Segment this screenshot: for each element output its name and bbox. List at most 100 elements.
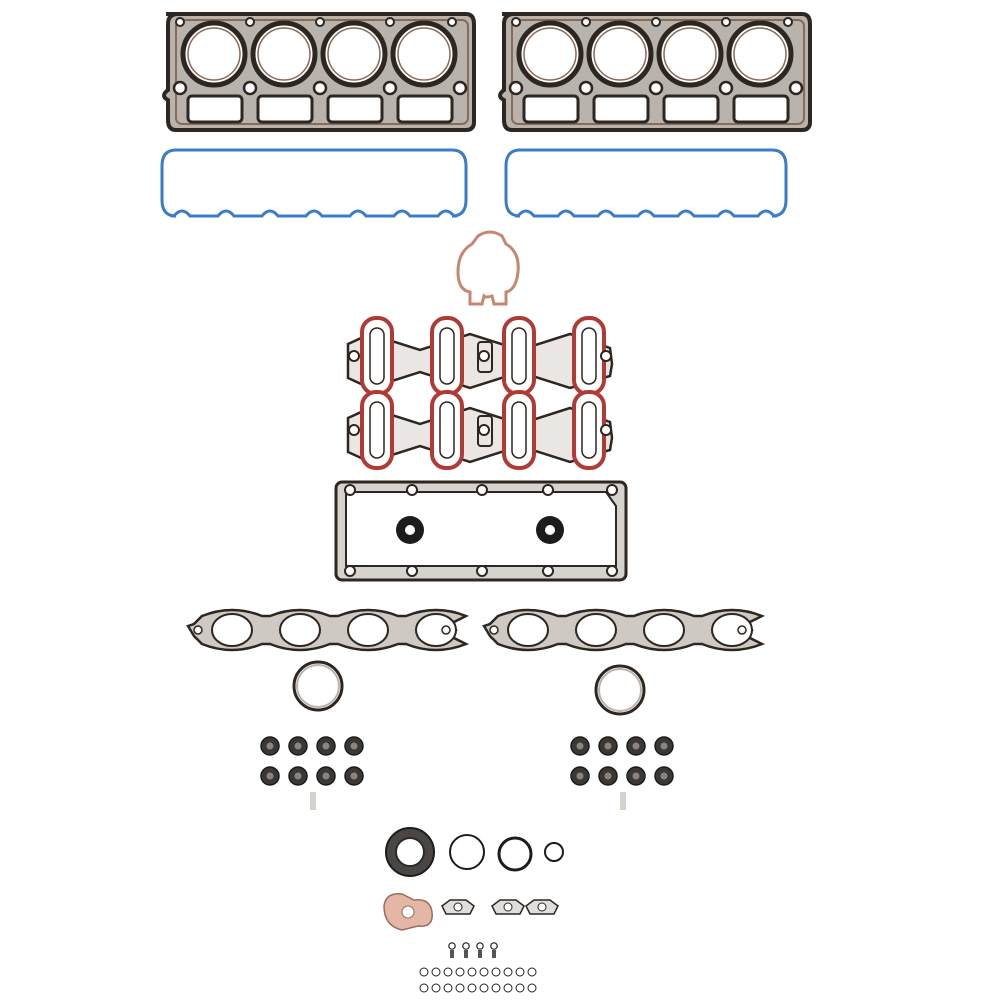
bolt-hole: [788, 80, 804, 96]
stem-seal-tag: [620, 792, 626, 810]
coolant-port: [186, 94, 244, 124]
intake-bolt-hole: [348, 350, 360, 362]
cylinder-bore-inner: [327, 27, 381, 81]
stem-seal-center: [350, 772, 358, 780]
bolt-hole-small: [447, 17, 457, 27]
o-ring-medium: [497, 836, 533, 872]
stem-seal-center: [604, 772, 612, 780]
exhaust-port: [507, 613, 549, 647]
exhaust-port: [279, 613, 321, 647]
throttle-body-gasket-outline: [456, 230, 520, 306]
exhaust-ring-1: [292, 660, 344, 712]
front-crank-seal-bore: [395, 837, 425, 867]
intake-port-opening: [511, 401, 527, 459]
stem-seal-center: [660, 742, 668, 750]
stem-seal-center: [266, 742, 274, 750]
valley-bolt-hole: [606, 565, 618, 577]
tiny-o-ring: [527, 983, 537, 993]
stem-seal-center: [294, 772, 302, 780]
front-seals-and-misc-gaskets: [383, 827, 564, 931]
bolt-hole-small: [315, 17, 325, 27]
exhaust-ring-2: [594, 664, 646, 716]
stem-seal-center: [660, 772, 668, 780]
coolant-port: [732, 94, 790, 124]
tiny-o-ring: [467, 983, 477, 993]
exhaust-bolt-hole: [441, 625, 451, 635]
exhaust-ring-inner: [296, 664, 340, 708]
stem-seal-center: [576, 772, 584, 780]
intake-gasket-1: [346, 316, 614, 396]
exhaust-gasket-2: [482, 608, 766, 652]
bolt-hole: [452, 80, 468, 96]
tiny-o-ring: [527, 967, 537, 977]
valley-bolt-hole: [406, 484, 418, 496]
bolt-hole-small: [651, 17, 661, 27]
tiny-o-ring: [431, 983, 441, 993]
intake-bolt-hole: [600, 424, 612, 436]
stem-seal-center: [322, 772, 330, 780]
stem-seal-center: [322, 742, 330, 750]
tiny-pin: [478, 950, 482, 958]
intake-port-opening: [581, 401, 597, 459]
stem-seal-center: [604, 742, 612, 750]
bolt-hole-small: [721, 17, 731, 27]
stem-seal-center: [632, 772, 640, 780]
tiny-pin: [464, 950, 468, 958]
exhaust-bolt-hole: [489, 625, 499, 635]
tiny-o-ring: [455, 983, 465, 993]
intake-port-opening: [439, 327, 455, 385]
valley-cover-opening: [345, 491, 617, 567]
bolt-hole: [648, 80, 664, 96]
stem-seal-center: [294, 742, 302, 750]
valve-cover-gasket-1: [160, 148, 468, 218]
coolant-port: [256, 94, 314, 124]
bolt-hole: [172, 80, 188, 96]
coolant-port: [396, 94, 454, 124]
valley-bolt-hole: [344, 565, 356, 577]
bolt-hole-small: [511, 17, 521, 27]
intake-port-opening: [439, 401, 455, 459]
valley-bolt-hole: [406, 565, 418, 577]
valley-bolt-hole: [476, 565, 488, 577]
intake-bolt-hole: [600, 350, 612, 362]
egr-gasket-3-hole: [537, 902, 547, 912]
stem-seal-center: [632, 742, 640, 750]
exhaust-outlet-rings: [292, 660, 646, 716]
exhaust-ring-inner: [598, 668, 642, 712]
tiny-o-ring: [455, 967, 465, 977]
exhaust-port: [575, 613, 617, 647]
bolt-hole-small: [385, 17, 395, 27]
intake-center-tab: [477, 341, 493, 373]
exhaust-manifold-gaskets: [186, 608, 766, 652]
intake-bolt-hole: [478, 424, 490, 436]
stem-seal-set-1: [260, 736, 364, 810]
tiny-o-ring: [491, 967, 501, 977]
tiny-o-ring: [443, 983, 453, 993]
tiny-o-ring: [431, 967, 441, 977]
tiny-o-ring: [479, 967, 489, 977]
cylinder-bore-inner: [733, 27, 787, 81]
intake-bolt-hole: [478, 350, 490, 362]
tiny-o-ring: [448, 942, 456, 950]
tiny-o-ring: [515, 983, 525, 993]
bolt-hole-small: [581, 17, 591, 27]
bolt-hole: [312, 80, 328, 96]
stem-seal-center: [266, 772, 274, 780]
exhaust-gasket-1: [186, 608, 470, 652]
cylinder-bore-inner: [523, 27, 577, 81]
intake-manifold-gaskets: [346, 316, 614, 470]
tiny-o-ring: [491, 983, 501, 993]
bolt-hole: [382, 80, 398, 96]
intake-port-opening: [581, 327, 597, 385]
bolt-hole-small: [783, 17, 793, 27]
head-gasket-2: [498, 12, 812, 132]
intake-port-opening: [369, 327, 385, 385]
bolt-hole-small: [175, 17, 185, 27]
intake-gasket-2: [346, 390, 614, 470]
stem-seal-set-2: [570, 736, 674, 810]
water-outlet-hole: [401, 905, 415, 919]
cylinder-bore-inner: [187, 27, 241, 81]
exhaust-port: [211, 613, 253, 647]
